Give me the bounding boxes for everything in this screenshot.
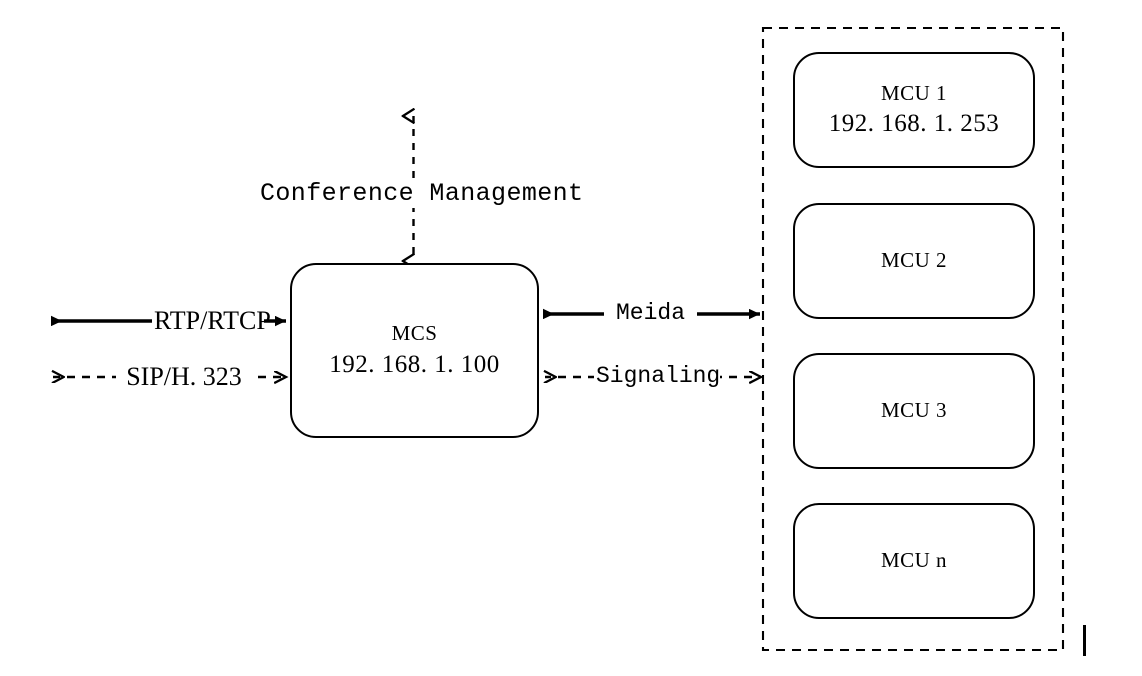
node-mcu-1-ip: 192. 168. 1. 253: [828, 110, 1000, 138]
node-mcs-label: MCS: [391, 321, 438, 346]
node-mcu-3[interactable]: MCU 3: [793, 353, 1035, 469]
node-mcu-1-label: MCU 1: [880, 80, 948, 105]
node-mcu-2[interactable]: MCU 2: [793, 203, 1035, 319]
node-mcs[interactable]: MCS 192. 168. 1. 100: [290, 263, 539, 438]
edge-label-meida: Meida: [604, 301, 697, 326]
node-mcu-1[interactable]: MCU 1 192. 168. 1. 253: [793, 52, 1035, 168]
node-mcu-n-label: MCU n: [880, 548, 948, 573]
node-mcu-n[interactable]: MCU n: [793, 503, 1035, 619]
stray-tick-mark: [1083, 625, 1086, 656]
node-mcs-ip: 192. 168. 1. 100: [329, 350, 500, 378]
edge-label-conference-management: Conference Management: [256, 179, 584, 208]
edge-label-sip-h323: SIP/H. 323: [116, 363, 252, 391]
edge-label-rtp-rtcp: RTP/RTCP: [152, 306, 271, 335]
node-mcu-2-label: MCU 2: [880, 248, 948, 273]
edge-label-signaling: Signaling: [594, 363, 721, 389]
node-mcu-3-label: MCU 3: [880, 398, 948, 423]
